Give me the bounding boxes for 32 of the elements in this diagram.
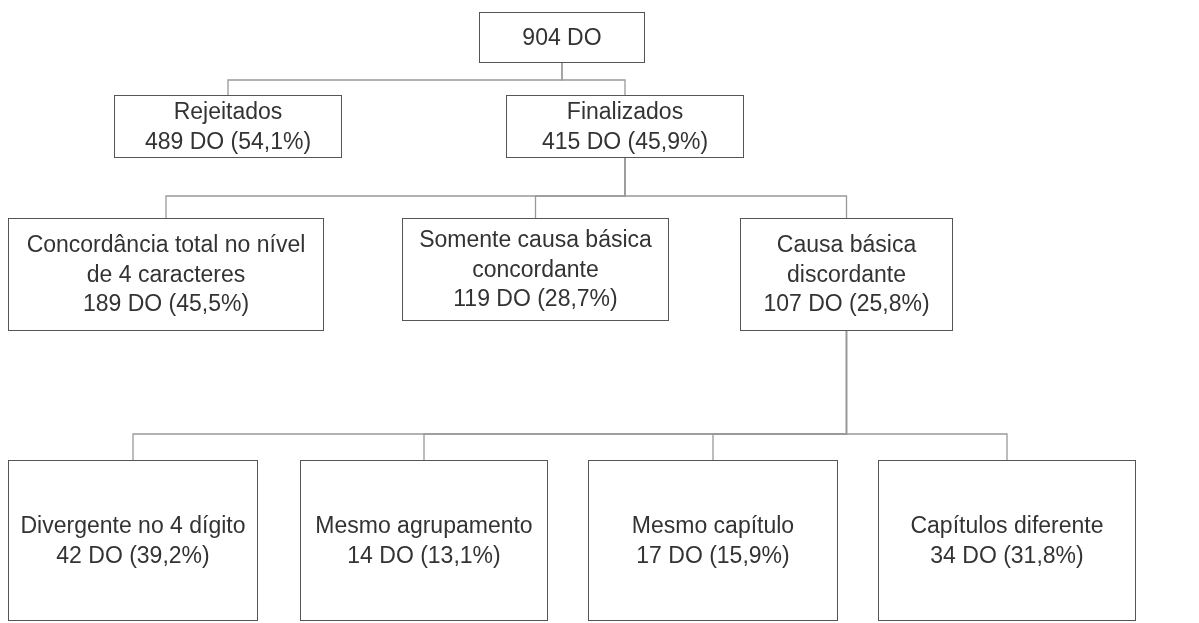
box-text: 489 DO (54,1%): [144, 126, 312, 156]
tree-box: [402, 218, 669, 321]
box-text: 17 DO (15,9%): [636, 540, 790, 570]
box-heading: Somente causa básica concordante: [418, 224, 653, 284]
tree-box: [740, 218, 953, 331]
connector-line: [624, 157, 848, 219]
tree-box: [506, 95, 744, 158]
box-text: 119 DO (28,7%): [453, 284, 618, 314]
box-heading: Concordância total no nível de 4 caracteres: [25, 229, 307, 289]
box-text: 415 DO (45,9%): [541, 126, 709, 156]
box-text: 189 DO (45,5%): [82, 289, 250, 319]
tree-box: [300, 460, 548, 621]
tree-box: [878, 460, 1136, 621]
box-text: 34 DO (31,8%): [930, 540, 1084, 570]
box-heading: Causa básica discordante: [775, 229, 918, 289]
box-heading: Capítulos diferente: [910, 510, 1104, 540]
box-text: 42 DO (39,2%): [56, 540, 210, 570]
tree-box: [588, 460, 838, 621]
box-heading: Mesmo agrupamento: [315, 510, 533, 540]
box-text: 14 DO (13,1%): [347, 540, 501, 570]
box-heading: Divergente no 4 dígito: [20, 510, 246, 540]
connector-line: [561, 62, 626, 96]
tree-box: [114, 95, 342, 158]
box-heading: Finalizados: [566, 96, 684, 126]
tree-box: [8, 460, 258, 621]
connector-line: [845, 330, 1008, 461]
box-text: 107 DO (25,8%): [763, 289, 930, 319]
box-text: 904 DO: [522, 22, 602, 52]
box-heading: Rejeitados: [173, 96, 283, 126]
tree-box: [8, 218, 324, 331]
tree-box: [479, 12, 645, 63]
box-heading: Mesmo capítulo: [631, 510, 795, 540]
